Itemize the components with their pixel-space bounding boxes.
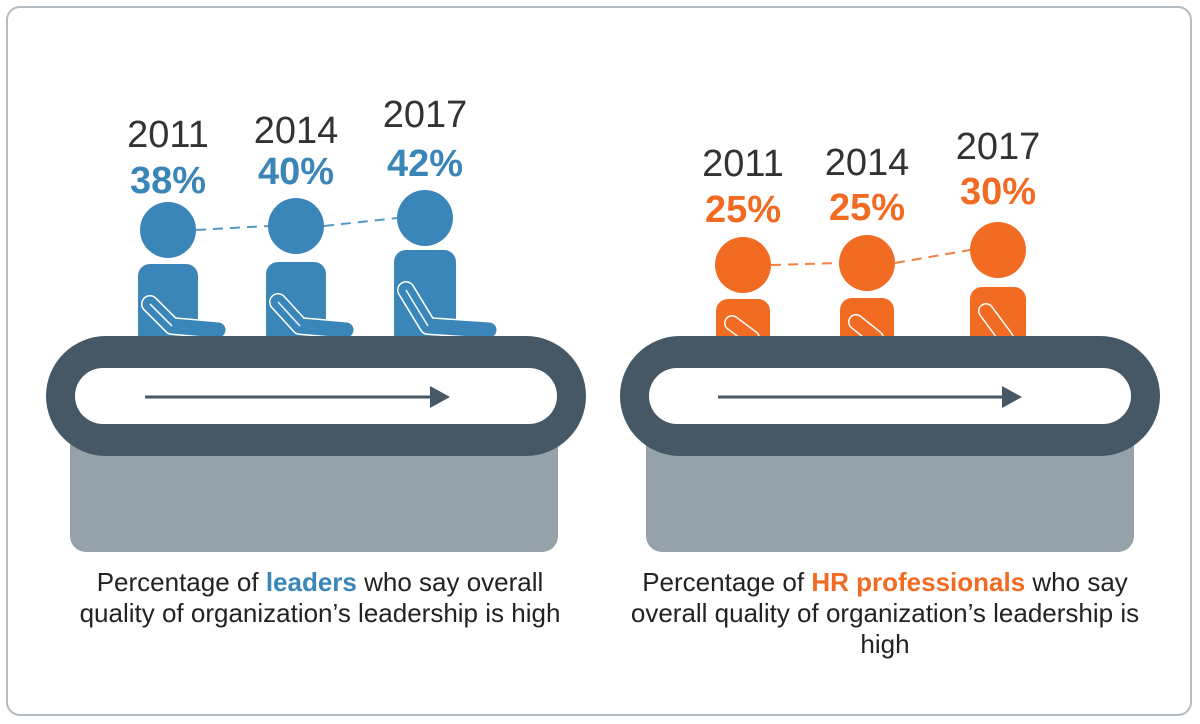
- person-arm-line: [149, 303, 173, 327]
- person-icon: [266, 198, 355, 346]
- year-label: 2017: [956, 126, 1041, 168]
- infographic-frame: [6, 6, 1192, 716]
- person-icon: [970, 222, 1026, 346]
- year-label: 2017: [383, 94, 468, 136]
- trend-connector: [894, 249, 971, 264]
- percentage-label: 42%: [387, 143, 463, 185]
- trend-connector: [195, 225, 269, 231]
- leaders-caption-post: who say overall quality of organization’…: [79, 567, 561, 628]
- hr-caption: Percentage of HR professionals who say o…: [625, 567, 1145, 660]
- leaders-caption-pre: Percentage of: [96, 567, 266, 597]
- person-head: [839, 235, 895, 291]
- leaders-caption-highlight: leaders: [265, 567, 357, 597]
- person-arm: [849, 315, 883, 345]
- trend-connector: [770, 262, 840, 266]
- percentage-label: 40%: [258, 151, 334, 193]
- hr-caption-post: who say overall quality of organization’…: [630, 567, 1140, 659]
- person-arm-line: [405, 289, 429, 327]
- person-icon: [138, 202, 227, 346]
- person-icon: [394, 190, 498, 346]
- year-label: 2014: [825, 142, 910, 184]
- person-arm-line: [277, 301, 301, 327]
- percentage-label: 30%: [960, 171, 1036, 213]
- hr-caption-highlight: HR professionals: [811, 567, 1026, 597]
- arrow-right-icon: [430, 386, 450, 408]
- leaders-caption: Percentage of leaders who say overall qu…: [60, 567, 580, 629]
- person-icon: [839, 235, 895, 346]
- year-label: 2011: [127, 114, 209, 156]
- hr-caption-pre: Percentage of: [642, 567, 812, 597]
- year-label: 2014: [254, 110, 339, 152]
- year-label: 2011: [702, 143, 784, 185]
- person-head: [140, 202, 196, 258]
- person-head: [715, 237, 771, 293]
- person-head: [970, 222, 1026, 278]
- person-icon: [715, 237, 771, 346]
- person-arm: [725, 316, 759, 345]
- percentage-label: 25%: [829, 187, 905, 229]
- percentage-label: 25%: [705, 189, 781, 231]
- person-head: [397, 190, 453, 246]
- percentage-label: 38%: [130, 160, 206, 202]
- arrow-right-icon: [1002, 386, 1022, 408]
- person-head: [268, 198, 324, 254]
- trend-connector: [323, 217, 398, 227]
- person-arm: [979, 304, 1013, 345]
